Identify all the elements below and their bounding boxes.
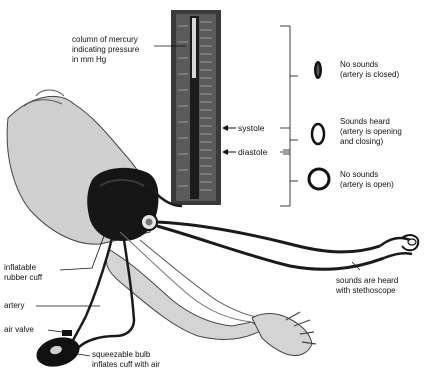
artery-open-icon	[309, 169, 329, 189]
squeezable-bulb	[33, 333, 83, 371]
hand	[252, 312, 316, 356]
legend-bracket	[280, 26, 298, 206]
mercury-column-label: column of mercury indicating pressure in…	[72, 35, 139, 65]
legend-closed-text: No sounds (artery is closed)	[340, 60, 399, 80]
air-valve-label: air valve	[4, 325, 34, 335]
mercury-column	[171, 10, 221, 205]
systole-arrow	[222, 125, 236, 131]
bulb-tubing	[70, 238, 134, 348]
stethoscope-label: sounds are heard with stethoscope	[336, 276, 398, 296]
diastole-arrow	[222, 149, 236, 155]
artery-closed-icon	[314, 61, 322, 79]
chestpiece-center	[146, 219, 153, 226]
legend-open-text: No sounds (artery is open)	[340, 170, 394, 190]
air-valve-icon	[62, 330, 72, 336]
diastole-label: diastole	[238, 147, 267, 157]
label-leaders	[36, 236, 360, 356]
inflatable-cuff-label: inflatable rubber cuff	[4, 263, 42, 283]
artery-label: artery	[4, 301, 24, 311]
stethoscope-tubing	[157, 222, 412, 269]
squeezable-bulb-label: squeezable bulb inflates cuff with air	[92, 350, 160, 370]
artery-opening-icon	[312, 124, 324, 144]
systole-label: systole	[238, 123, 264, 133]
stethoscope-earpiece-icon	[402, 235, 418, 250]
legend-opening-text: Sounds heard (artery is opening and clos…	[340, 117, 402, 147]
